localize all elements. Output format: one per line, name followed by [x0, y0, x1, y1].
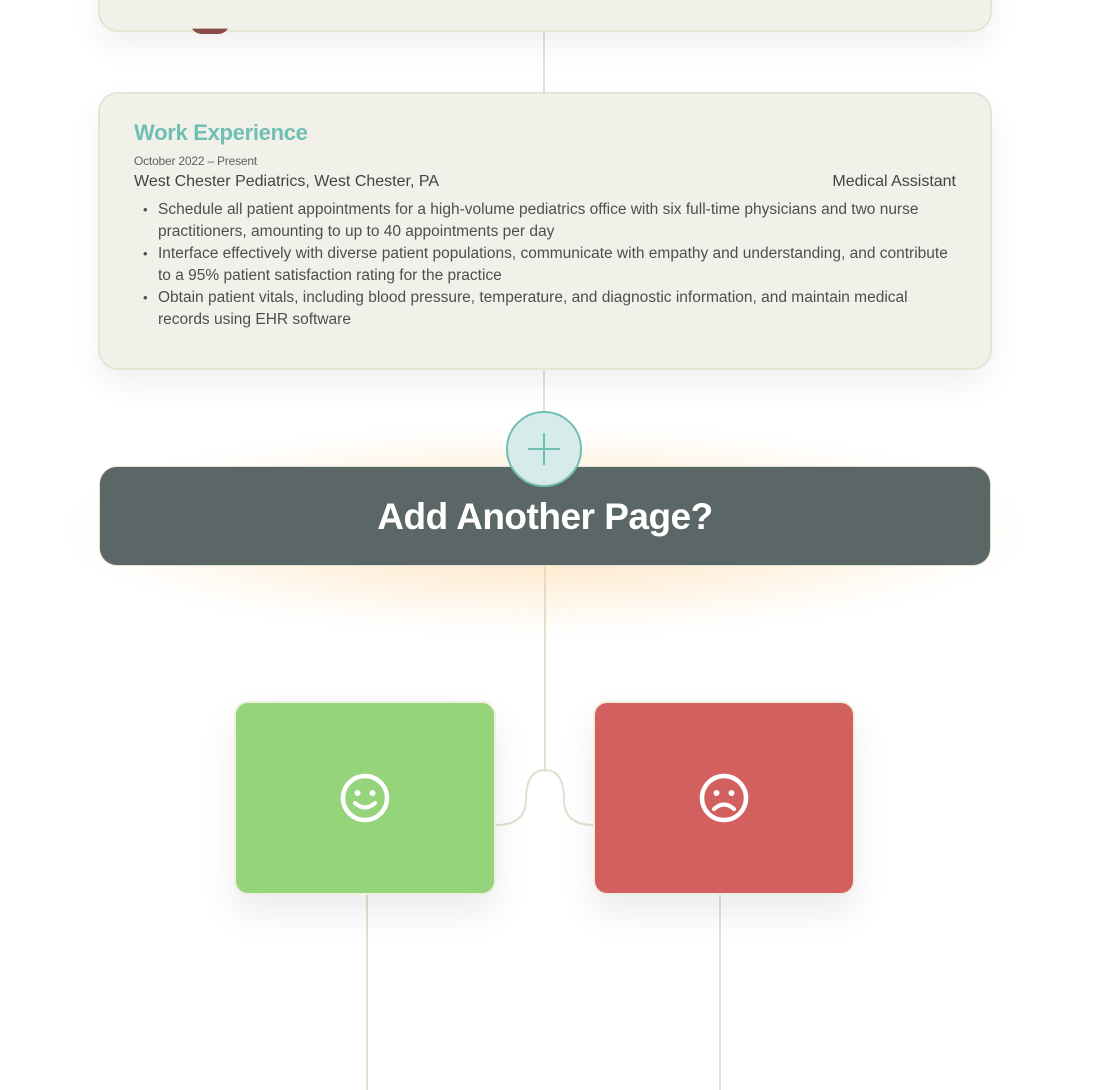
avatar: [190, 28, 230, 34]
connector-line: [719, 895, 721, 1090]
work-experience-card[interactable]: Work Experience October 2022 – Present W…: [98, 92, 992, 370]
add-page-label: Add Another Page?: [377, 496, 713, 537]
job-role: Medical Assistant: [832, 173, 956, 190]
connector-line: [366, 895, 368, 1090]
frowny-face-icon: [699, 773, 749, 823]
connector-line: [543, 30, 545, 94]
bullet-item: Obtain patient vitals, including blood p…: [143, 287, 956, 331]
date-range: October 2022 – Present: [134, 154, 258, 168]
positive-feedback-button[interactable]: [234, 701, 496, 895]
smiley-face-icon: [340, 773, 390, 823]
bullet-item: Interface effectively with diverse patie…: [143, 243, 956, 287]
plus-icon: [528, 433, 560, 465]
bullet-list: Schedule all patient appointments for a …: [134, 199, 956, 331]
branch-connector: [495, 768, 595, 826]
connector-line: [543, 368, 545, 414]
connector-line: [544, 566, 546, 772]
section-title: Work Experience: [134, 120, 308, 145]
negative-feedback-button[interactable]: [593, 701, 855, 895]
previous-section-card: [98, 0, 992, 34]
add-page-plus-button[interactable]: [506, 411, 582, 487]
bullet-item: Schedule all patient appointments for a …: [143, 199, 956, 243]
employer: West Chester Pediatrics, West Chester, P…: [134, 173, 439, 190]
